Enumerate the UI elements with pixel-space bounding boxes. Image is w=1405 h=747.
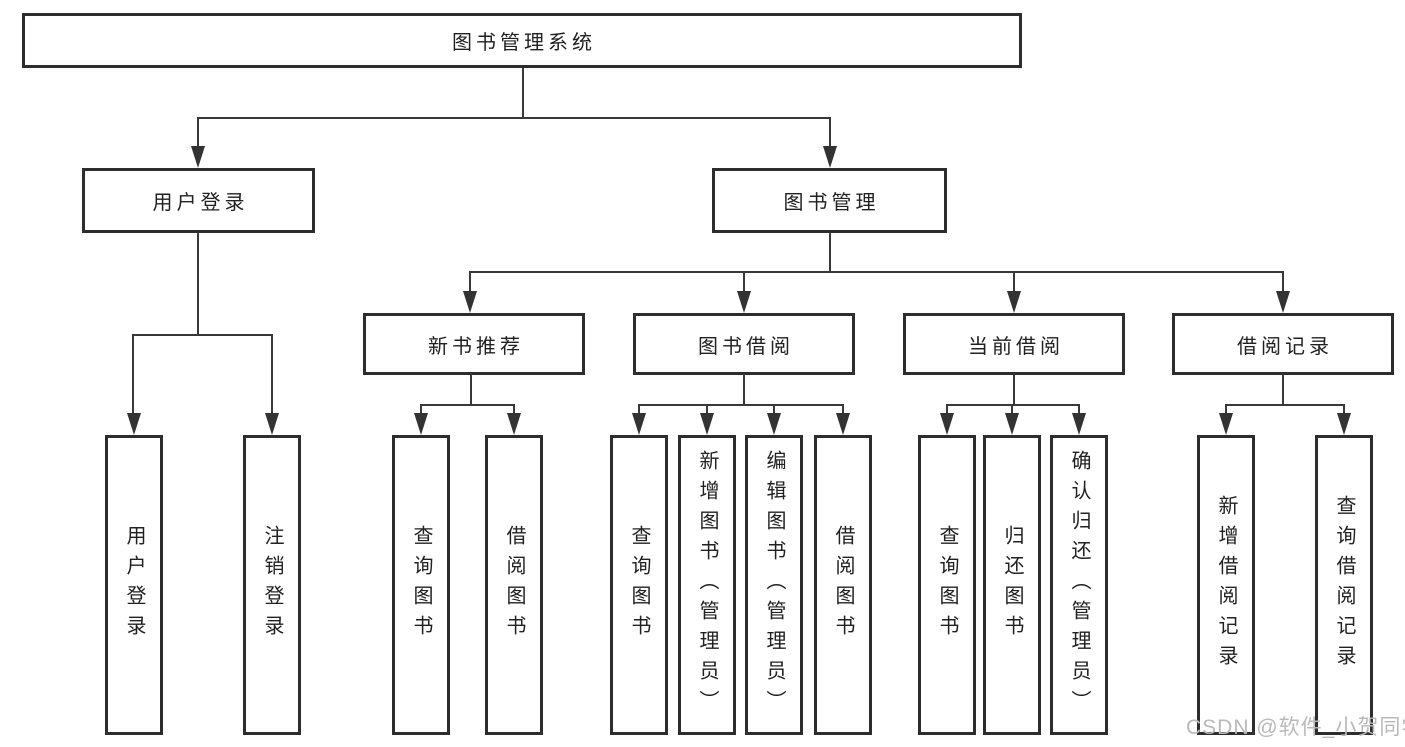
node-borrowing-records-label: 借阅记录 xyxy=(1237,335,1333,358)
node-book-management-label: 图书管理 xyxy=(783,192,880,214)
connector-drop-user-login xyxy=(197,117,199,148)
leaf-query-borrow-record: 查询借阅记录 xyxy=(1315,435,1373,735)
connector-drop-e2 xyxy=(1343,404,1345,414)
leaf-add-books-admin-label: 新增图书（管理员） xyxy=(696,450,718,720)
arrowhead-e2 xyxy=(1337,413,1351,435)
leaf-confirm-return-admin: 确认归还（管理员） xyxy=(1050,435,1108,735)
connector-drop-c2 xyxy=(706,404,708,414)
connector-drop-c1 xyxy=(638,404,640,414)
leaf-borrow-books-2: 借阅图书 xyxy=(814,435,872,735)
leaf-confirm-return-admin-label: 确认归还（管理员） xyxy=(1068,450,1090,720)
connector-borrow-record-stem xyxy=(1282,373,1284,406)
connector-drop-b2 xyxy=(513,404,515,414)
arrowhead-b2 xyxy=(507,413,521,435)
node-new-book-recommend-label: 新书推荐 xyxy=(428,335,524,358)
connector-new-book-split xyxy=(420,404,515,406)
leaf-query-books-2-label: 查询图书 xyxy=(628,525,650,645)
leaf-return-books: 归还图书 xyxy=(983,435,1041,735)
leaf-user-login: 用户登录 xyxy=(105,435,163,735)
arrowhead-d3 xyxy=(1072,413,1086,435)
connector-book-mgmt-stem xyxy=(829,232,831,273)
connector-drop-b1 xyxy=(420,404,422,414)
node-borrowing-records: 借阅记录 xyxy=(1172,313,1394,375)
arrowhead-c3 xyxy=(767,413,781,435)
connector-drop-c3 xyxy=(773,404,775,414)
leaf-add-borrow-record: 新增借阅记录 xyxy=(1197,435,1255,735)
connector-current-borrow-split xyxy=(946,404,1080,406)
arrowhead-c1 xyxy=(632,413,646,435)
connector-drop-c4 xyxy=(842,404,844,414)
arrowhead-c2 xyxy=(700,413,714,435)
connector-drop-new-book xyxy=(469,271,471,292)
arrowhead-current-borrow xyxy=(1007,291,1021,313)
arrowhead-d1 xyxy=(940,413,954,435)
connector-user-login-stem xyxy=(197,232,199,335)
arrowhead-e1 xyxy=(1219,413,1233,435)
connector-drop-current-borrow xyxy=(1013,271,1015,292)
arrowhead-new-book xyxy=(463,291,477,313)
connector-drop-leaf-logout xyxy=(271,334,273,414)
connector-drop-leaf-login xyxy=(132,334,134,414)
leaf-query-books-1-label: 查询图书 xyxy=(410,525,432,645)
arrowhead-book-management xyxy=(823,146,837,168)
arrowhead-user-login xyxy=(191,146,205,168)
node-book-borrowing: 图书借阅 xyxy=(633,313,855,375)
leaf-logout-label: 注销登录 xyxy=(261,525,283,645)
node-current-borrowing: 当前借阅 xyxy=(903,313,1125,375)
arrowhead-b1 xyxy=(414,413,428,435)
connector-user-login-split xyxy=(132,334,273,336)
leaf-borrow-books-2-label: 借阅图书 xyxy=(832,525,854,645)
arrowhead-d2 xyxy=(1005,413,1019,435)
arrowhead-c4 xyxy=(836,413,850,435)
node-current-borrowing-label: 当前借阅 xyxy=(968,335,1064,358)
connector-book-borrow-split xyxy=(638,404,844,406)
leaf-query-books-3: 查询图书 xyxy=(918,435,976,735)
leaf-edit-books-admin-label: 编辑图书（管理员） xyxy=(763,450,785,720)
arrowhead-borrow-record xyxy=(1276,291,1290,313)
node-root-label: 图书管理系统 xyxy=(452,32,596,54)
leaf-query-books-1: 查询图书 xyxy=(392,435,450,735)
leaf-borrow-books-1: 借阅图书 xyxy=(485,435,543,735)
leaf-query-borrow-record-label: 查询借阅记录 xyxy=(1333,495,1355,675)
csdn-watermark: CSDN @软件_小贺同学 xyxy=(1186,716,1405,739)
leaf-query-books-3-label: 查询图书 xyxy=(936,525,958,645)
leaf-add-books-admin: 新增图书（管理员） xyxy=(678,435,736,735)
connector-new-book-stem xyxy=(470,373,472,406)
leaf-user-login-label: 用户登录 xyxy=(123,525,145,645)
leaf-return-books-label: 归还图书 xyxy=(1001,525,1023,645)
leaf-edit-books-admin: 编辑图书（管理员） xyxy=(745,435,803,735)
node-user-login: 用户登录 xyxy=(82,168,315,233)
connector-level2-split xyxy=(197,117,831,119)
connector-drop-book-management xyxy=(829,117,831,148)
node-user-login-label: 用户登录 xyxy=(152,192,249,214)
connector-current-borrow-stem xyxy=(1013,373,1015,406)
leaf-query-books-2: 查询图书 xyxy=(610,435,668,735)
arrowhead-leaf-logout xyxy=(265,413,279,435)
connector-root-trunk xyxy=(522,68,524,118)
node-book-borrowing-label: 图书借阅 xyxy=(698,335,794,358)
node-new-book-recommend: 新书推荐 xyxy=(363,313,585,375)
leaf-logout: 注销登录 xyxy=(243,435,301,735)
arrowhead-leaf-login xyxy=(127,413,141,435)
leaf-borrow-books-1-label: 借阅图书 xyxy=(503,525,525,645)
node-root-book-management-system: 图书管理系统 xyxy=(22,13,1022,68)
connector-drop-borrow-record xyxy=(1282,271,1284,292)
connector-drop-book-borrow xyxy=(743,271,745,292)
connector-book-borrow-stem xyxy=(743,373,745,406)
connector-borrow-record-split xyxy=(1225,404,1345,406)
arrowhead-book-borrow xyxy=(737,291,751,313)
connector-drop-d3 xyxy=(1078,404,1080,414)
connector-drop-d2 xyxy=(1011,404,1013,414)
node-book-management: 图书管理 xyxy=(712,168,947,233)
connector-drop-e1 xyxy=(1225,404,1227,414)
leaf-add-borrow-record-label: 新增借阅记录 xyxy=(1215,495,1237,675)
connector-drop-d1 xyxy=(946,404,948,414)
connector-level3-split xyxy=(469,271,1284,273)
